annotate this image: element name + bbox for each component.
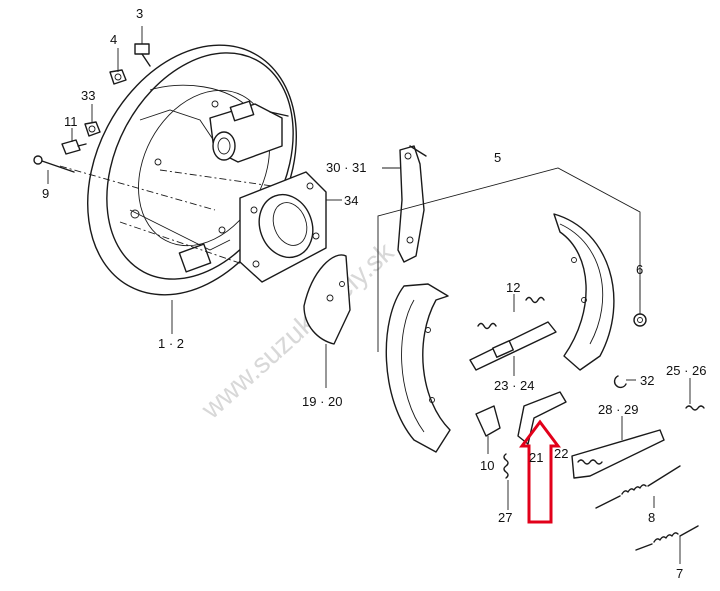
callout-8: 8 xyxy=(648,510,655,525)
spring-25-26 xyxy=(685,405,705,411)
callout-22: 22 xyxy=(554,446,568,461)
callout-34: 34 xyxy=(344,193,358,208)
adjuster-plate-19-20 xyxy=(303,254,351,345)
retainer-clip-10 xyxy=(475,405,501,437)
callout-10: 10 xyxy=(480,458,494,473)
callout-23-24: 23 · 24 xyxy=(494,378,534,393)
clip-32 xyxy=(613,375,627,389)
highlight-arrow xyxy=(519,419,561,524)
callout-30-31: 30 · 31 xyxy=(326,160,366,175)
pin-9 xyxy=(33,155,75,173)
parking-lever-30-31 xyxy=(397,145,427,263)
spring-12 xyxy=(477,296,545,330)
backing-plate xyxy=(87,44,297,296)
hub-flange-34 xyxy=(239,171,327,283)
callout-21: 21 xyxy=(529,450,543,465)
callout-labels: 3 4 33 11 9 1 · 2 30 · 31 5 34 6 12 23 ·… xyxy=(42,6,706,581)
axis-line xyxy=(159,169,301,191)
callout-28-29: 28 · 29 xyxy=(598,402,638,417)
spring-7 xyxy=(635,525,699,551)
callout-11: 11 xyxy=(64,114,78,129)
shoe-set-bracket xyxy=(377,167,641,352)
spring-27 xyxy=(503,453,509,479)
strut-23-24 xyxy=(469,321,557,371)
bleeder-11 xyxy=(61,139,87,155)
clip-6 xyxy=(633,313,647,327)
callout-27: 27 xyxy=(498,510,512,525)
callout-5: 5 xyxy=(494,150,501,165)
axis-line xyxy=(59,165,216,211)
callout-4: 4 xyxy=(110,32,117,47)
brake-shoe-rear xyxy=(553,213,615,371)
callout-33: 33 xyxy=(81,88,95,103)
callout-6: 6 xyxy=(636,262,643,277)
callout-1-2: 1 · 2 xyxy=(158,336,184,351)
brake-shoe-front xyxy=(385,283,451,453)
callout-12: 12 xyxy=(506,280,520,295)
callout-3: 3 xyxy=(136,6,143,21)
adjuster-28-29 xyxy=(571,429,665,479)
axis-line xyxy=(119,221,261,271)
nut-4 xyxy=(109,69,127,85)
leader-lines xyxy=(47,26,691,564)
spring-8 xyxy=(595,465,681,509)
callout-25-26: 25 · 26 xyxy=(666,363,706,378)
wheel-cylinder xyxy=(209,100,289,163)
adjusting-lever-21-22 xyxy=(517,391,567,445)
callout-7: 7 xyxy=(676,566,683,581)
callout-9: 9 xyxy=(42,186,49,201)
callout-32: 32 xyxy=(640,373,654,388)
bolt-3 xyxy=(134,43,151,67)
nut-33 xyxy=(84,121,101,137)
callout-19-20: 19 · 20 xyxy=(302,394,342,409)
